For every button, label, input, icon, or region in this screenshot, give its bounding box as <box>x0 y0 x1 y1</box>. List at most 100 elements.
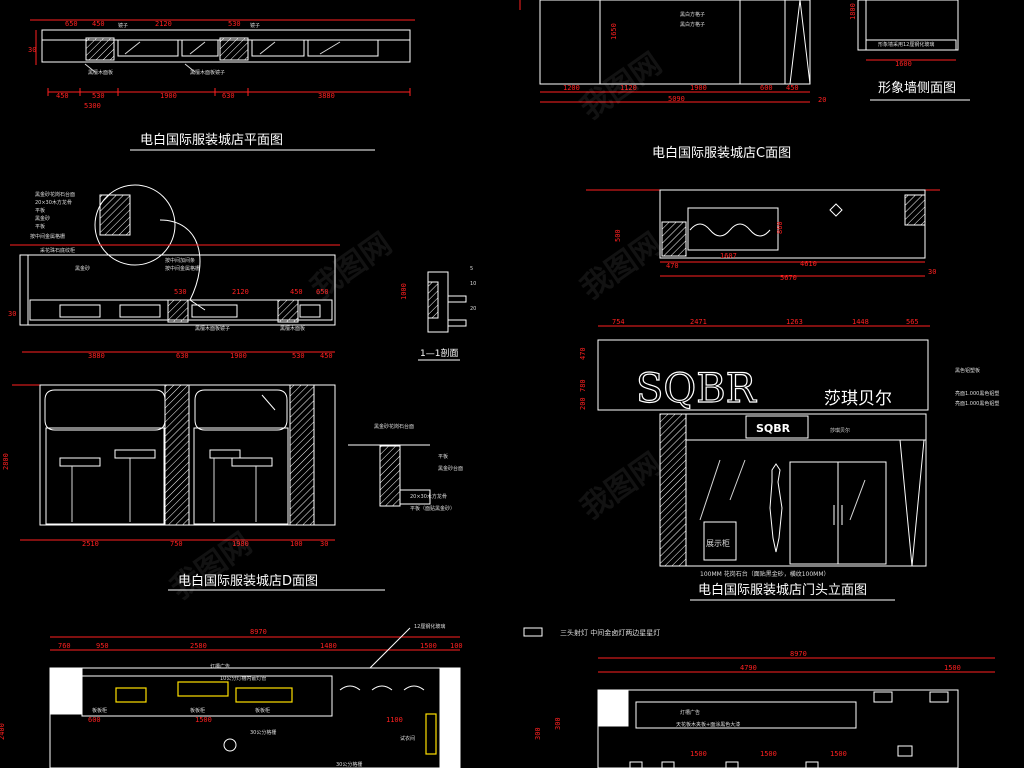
plan-detail: 黑金砂花岗石台面 20×30木方龙骨 平板 黑金砂 平板 按中间金属格栅 采花珠… <box>8 184 340 360</box>
plan-title: 电白国际服装城店平面图 <box>140 132 283 148</box>
svg-text:470: 470 <box>666 262 679 270</box>
svg-text:黑白方格子: 黑白方格子 <box>680 11 705 18</box>
svg-text:300: 300 <box>554 717 562 730</box>
svg-text:2471: 2471 <box>690 318 707 326</box>
svg-text:2400: 2400 <box>0 723 6 740</box>
svg-text:试衣间: 试衣间 <box>400 735 415 742</box>
section-title: 1—1剖面 <box>420 347 458 359</box>
svg-text:754: 754 <box>612 318 625 326</box>
svg-text:黑金砂: 黑金砂 <box>75 265 90 272</box>
svg-text:黑檀木面板: 黑檀木面板 <box>280 325 305 332</box>
svg-text:2580: 2580 <box>190 642 207 650</box>
watermark-layer: 我图网 我图网 我图网 我图网 我图网 <box>165 46 669 606</box>
svg-text:5090: 5090 <box>668 95 685 103</box>
svg-text:平板: 平板 <box>35 223 45 230</box>
svg-text:30: 30 <box>320 540 328 548</box>
svg-text:20: 20 <box>470 306 476 312</box>
svg-text:板板柜: 板板柜 <box>255 707 270 714</box>
svg-text:黑金砂花岗石台面: 黑金砂花岗石台面 <box>35 191 75 198</box>
elevation-b: 500 860 470 1607 4610 30 5670 <box>586 189 940 282</box>
svg-text:镜子: 镜子 <box>250 22 260 29</box>
svg-text:20×30木方龙骨: 20×30木方龙骨 <box>410 493 447 500</box>
svg-text:450: 450 <box>56 92 69 100</box>
svg-text:平板: 平板 <box>35 207 45 214</box>
svg-text:1500: 1500 <box>760 750 777 758</box>
svg-text:1900: 1900 <box>160 92 177 100</box>
svg-text:1800: 1800 <box>849 3 857 20</box>
svg-text:黑色铝塑板: 黑色铝塑板 <box>955 367 980 374</box>
svg-text:镜子: 镜子 <box>118 22 128 29</box>
svg-text:650: 650 <box>316 288 329 296</box>
svg-text:亮面1.000黑色铝塑: 亮面1.000黑色铝塑 <box>955 390 999 397</box>
svg-text:1900: 1900 <box>230 352 247 360</box>
svg-text:平板: 平板 <box>438 453 448 460</box>
svg-text:三头射灯 中间金卤灯两边星星灯: 三头射灯 中间金卤灯两边星星灯 <box>560 628 660 637</box>
elevation-c: 黑白方格子 黑白方格子 1650 1200 1120 1900 600 450 … <box>519 0 826 161</box>
svg-text:10公分灯槽内嵌灯管: 10公分灯槽内嵌灯管 <box>220 675 266 682</box>
svg-text:1600: 1600 <box>895 60 912 68</box>
svg-text:530: 530 <box>292 352 305 360</box>
svg-text:黑金砂台面: 黑金砂台面 <box>438 465 463 472</box>
svg-text:我图网: 我图网 <box>575 446 669 526</box>
svg-text:8970: 8970 <box>250 628 267 636</box>
svg-text:630: 630 <box>176 352 189 360</box>
svg-text:450: 450 <box>290 288 303 296</box>
floor-plan-right: 三头射灯 中间金卤灯两边星星灯 8970 4790 1500 灯槽广告 天花板木… <box>523 627 995 768</box>
side-view: 形象墙采用12厘钢化玻璃 1800 1600 形象墙侧面图 <box>849 0 970 101</box>
svg-text:按中间加间条: 按中间加间条 <box>165 257 195 264</box>
svg-text:530: 530 <box>174 288 187 296</box>
elev-c-title: 电白国际服装城店C面图 <box>652 145 791 161</box>
svg-text:650: 650 <box>65 20 78 28</box>
svg-text:黑檀木面板镜子: 黑檀木面板镜子 <box>190 69 225 76</box>
svg-text:30公分格栅: 30公分格栅 <box>250 729 276 736</box>
svg-text:灯槽广告: 灯槽广告 <box>210 663 230 670</box>
store-plan-top: 650 450 2120 530 镜子 镜子 30 黑檀木面板 黑檀木面板镜子 … <box>28 19 415 110</box>
svg-text:黑白方格子: 黑白方格子 <box>680 21 705 28</box>
svg-text:平板（面贴黑金砂）: 平板（面贴黑金砂） <box>410 505 455 512</box>
svg-text:2120: 2120 <box>232 288 249 296</box>
svg-text:1500: 1500 <box>944 664 961 672</box>
svg-text:灯槽广告: 灯槽广告 <box>680 709 700 716</box>
svg-text:1650: 1650 <box>610 23 618 40</box>
svg-text:30公分格栅: 30公分格栅 <box>336 761 362 768</box>
svg-text:600: 600 <box>760 84 773 92</box>
svg-text:1500: 1500 <box>195 716 212 724</box>
svg-text:黑檀木面板镜子: 黑檀木面板镜子 <box>195 325 230 332</box>
svg-text:780: 780 <box>579 379 587 392</box>
svg-text:1900: 1900 <box>690 84 707 92</box>
small-cn: 莎琪贝尔 <box>830 427 850 434</box>
svg-text:1200: 1200 <box>563 84 580 92</box>
svg-text:565: 565 <box>906 318 919 326</box>
svg-text:形象墙采用12厘钢化玻璃: 形象墙采用12厘钢化玻璃 <box>878 41 934 48</box>
svg-text:2800: 2800 <box>2 453 10 470</box>
svg-text:530: 530 <box>228 20 241 28</box>
svg-text:亮面1.000黑色铝塑: 亮面1.000黑色铝塑 <box>955 400 999 407</box>
elev-d-title: 电白国际服装城店D面图 <box>178 573 318 589</box>
svg-text:5300: 5300 <box>84 102 101 110</box>
small-logo: SQBR <box>756 422 791 435</box>
svg-text:1607: 1607 <box>720 252 737 260</box>
svg-text:我图网: 我图网 <box>575 46 669 126</box>
svg-text:1263: 1263 <box>786 318 803 326</box>
svg-text:展示柜: 展示柜 <box>706 538 730 548</box>
svg-text:20×30木方龙骨: 20×30木方龙骨 <box>35 199 72 206</box>
svg-text:1980: 1980 <box>232 540 249 548</box>
svg-text:我图网: 我图网 <box>305 226 399 306</box>
svg-text:100MM 花岗石台（面贴黑金砂，横纹100MM）: 100MM 花岗石台（面贴黑金砂，横纹100MM） <box>700 570 830 578</box>
svg-text:1500: 1500 <box>690 750 707 758</box>
floor-plan-left: 8970 760 950 2580 1480 1500 100 12厘钢化玻璃 … <box>0 623 463 768</box>
brand-cn: 莎琪贝尔 <box>824 389 892 409</box>
svg-text:1100: 1100 <box>386 716 403 724</box>
svg-text:天花板木夹板+面涂黑色大漆: 天花板木夹板+面涂黑色大漆 <box>676 721 740 728</box>
svg-text:30: 30 <box>28 46 36 54</box>
svg-text:1120: 1120 <box>620 84 637 92</box>
svg-text:5: 5 <box>470 266 473 272</box>
svg-text:30: 30 <box>928 268 936 276</box>
svg-text:1480: 1480 <box>320 642 337 650</box>
brand-logo: SQBR <box>636 366 758 412</box>
svg-text:300: 300 <box>534 727 542 740</box>
svg-text:板板柜: 板板柜 <box>190 707 205 714</box>
svg-text:3880: 3880 <box>88 352 105 360</box>
svg-text:2120: 2120 <box>155 20 172 28</box>
